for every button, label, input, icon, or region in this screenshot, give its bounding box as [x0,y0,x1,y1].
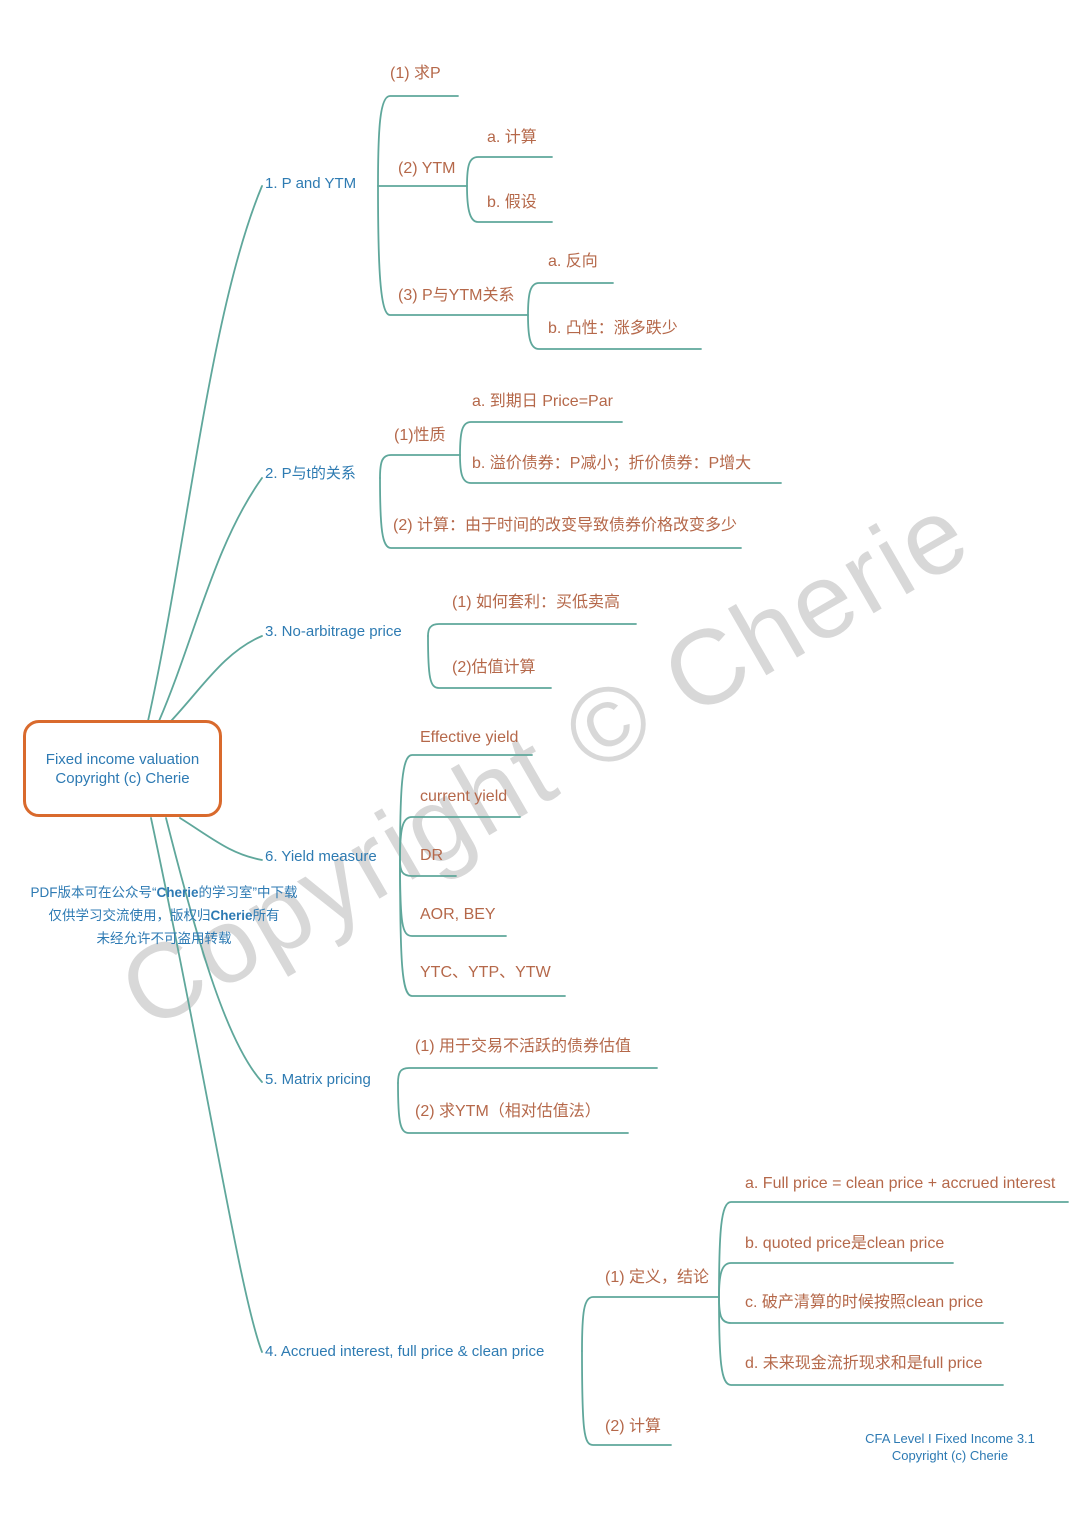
node-4-1-definition-conclusion[interactable]: (1) 定义，结论 [605,1269,710,1286]
node-2-2-calculation[interactable]: (2) 计算：由于时间的改变导致债券价格改变多少 [393,517,738,534]
node-1-2-b-assumption[interactable]: b. 假设 [487,194,537,211]
node-3-2-valuation-calc[interactable]: (2)估值计算 [452,659,536,676]
node-1-2-ytm[interactable]: (2) YTM [398,160,456,177]
node-5-1-inactive-bond-valuation[interactable]: (1) 用于交易不活跃的债券估值 [415,1038,632,1055]
root-node-subtitle: Copyright (c) Cherie [55,769,190,787]
root-node[interactable]: Fixed income valuation Copyright (c) Che… [23,720,222,817]
node-6-dr[interactable]: DR [420,847,444,864]
node-6-current-yield[interactable]: current yield [420,788,508,805]
node-2-1-a-maturity-price-par[interactable]: a. 到期日 Price=Par [472,393,613,410]
node-4-1-d-discounted-cashflow[interactable]: d. 未来现金流折现求和是full price [745,1355,983,1372]
node-1-3-b-convexity[interactable]: b. 凸性：涨多跌少 [548,320,678,337]
branch6-connectors [399,754,566,997]
footer-credit: CFA Level I Fixed Income 3.1 Copyright (… [830,1430,1070,1464]
notice-line-3: 未经允许不可盗用转载 [96,931,232,946]
node-6-aor-bey[interactable]: AOR, BEY [420,906,496,923]
footer-credit-line-1: CFA Level I Fixed Income 3.1 [865,1431,1035,1446]
node-4-2-calculation[interactable]: (2) 计算 [605,1418,662,1435]
node-4-1-b-quoted-price[interactable]: b. quoted price是clean price [745,1235,945,1252]
node-2-1-b-premium-discount[interactable]: b. 溢价债券：P减小；折价债券：P增大 [472,455,752,472]
footer-credit-line-2: Copyright (c) Cherie [891,1448,1009,1463]
notice-line-2: 仅供学习交流使用，版权归Cherie所有 [48,908,280,923]
branch-4-accrued-interest[interactable]: 4. Accrued interest, full price & clean … [265,1343,545,1360]
pdf-notice-watermark: PDF版本可在公众号“Cherie的学习室”中下载 仅供学习交流使用，版权归Ch… [8,881,320,950]
branch-6-yield-measure[interactable]: 6. Yield measure [265,848,377,865]
node-4-1-c-liquidation-clean-price[interactable]: c. 破产清算的时候按照clean price [745,1294,984,1311]
node-1-3-a-inverse[interactable]: a. 反向 [548,253,598,270]
node-4-1-a-full-price-formula[interactable]: a. Full price = clean price + accrued in… [745,1175,1056,1192]
branch5-connectors [397,1067,658,1134]
branch4-connectors [581,1201,1069,1446]
node-1-3-p-ytm-relation[interactable]: (3) P与YTM关系 [398,287,515,304]
notice-line-1: PDF版本可在公众号“Cherie的学习室”中下载 [30,885,298,900]
node-6-effective-yield[interactable]: Effective yield [420,729,519,746]
node-2-1-properties[interactable]: (1)性质 [394,427,446,444]
branch-2-p-vs-t[interactable]: 2. P与t的关系 [265,465,356,482]
root-node-title: Fixed income valuation [45,750,200,768]
node-1-2-a-calculation[interactable]: a. 计算 [487,129,537,146]
branch2-connectors [379,421,782,549]
branch3-connectors [427,623,637,689]
node-5-2-find-ytm[interactable]: (2) 求YTM（相对估值法） [415,1103,601,1120]
branch-1-p-and-ytm[interactable]: 1. P and YTM [265,175,357,192]
branch1-connectors [377,95,702,350]
node-3-1-how-to-arbitrage[interactable]: (1) 如何套利：买低卖高 [452,594,621,611]
root-to-branch-curves [147,185,263,1353]
node-6-ytc-ytp-ytw[interactable]: YTC、YTP、YTW [420,964,551,981]
branch-3-no-arbitrage-price[interactable]: 3. No-arbitrage price [265,623,402,640]
node-1-1-find-p[interactable]: (1) 求P [390,65,441,82]
branch-5-matrix-pricing[interactable]: 5. Matrix pricing [265,1071,371,1088]
